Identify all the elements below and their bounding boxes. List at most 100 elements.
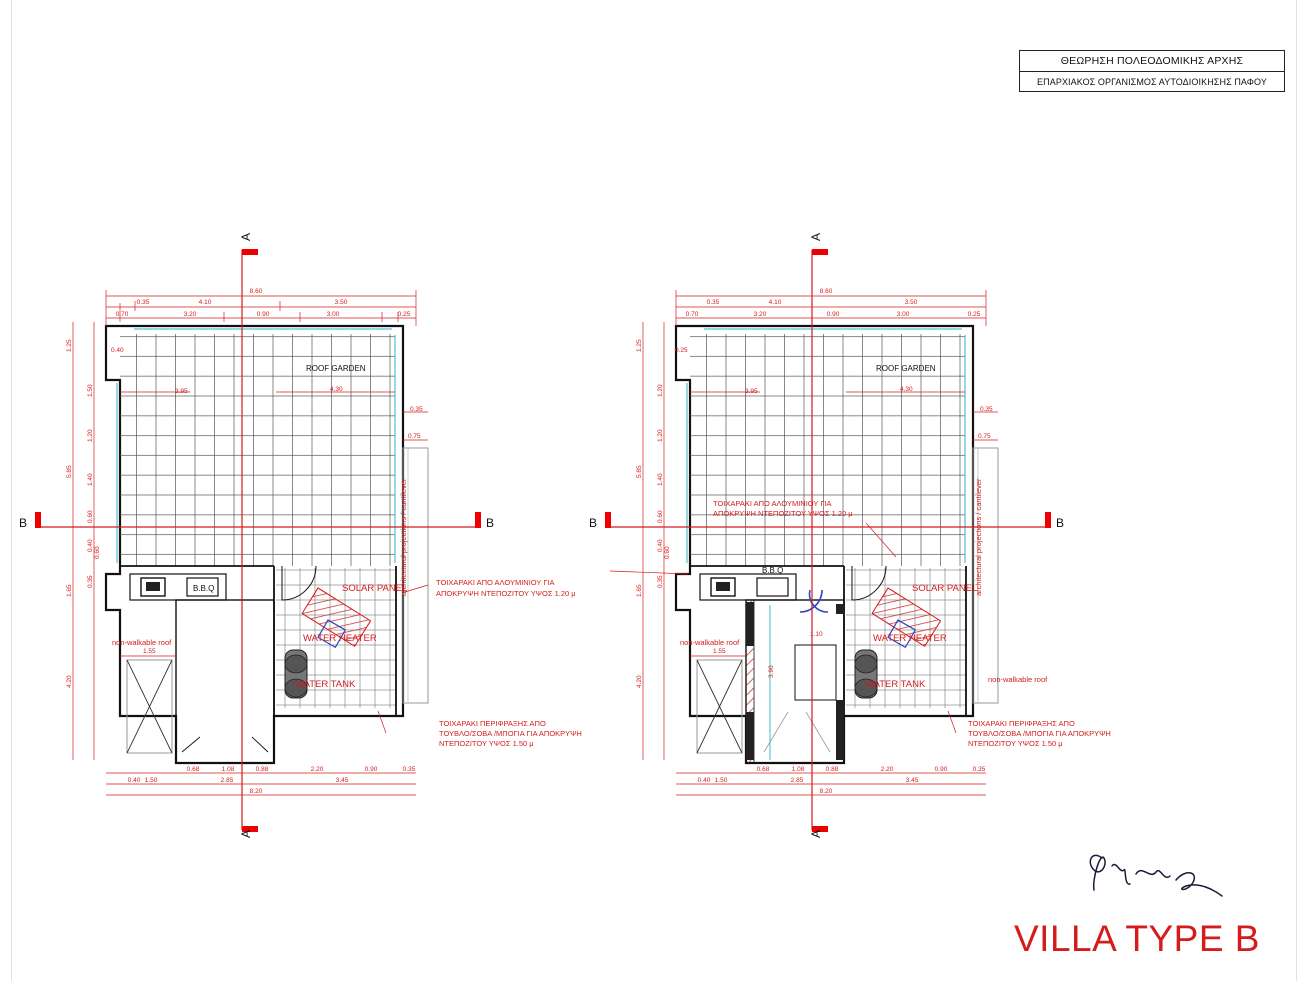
sheet-border-left: [11, 0, 12, 981]
plan-right: [605, 249, 1051, 832]
stamp-line-1: ΘΕΩΡΗΣΗ ΠΟΛΕΟΔΟΜΙΚΗΣ ΑΡΧΗΣ: [1020, 51, 1284, 72]
dim-label: 4.30: [900, 386, 913, 393]
dim-label: 4.20: [636, 675, 643, 688]
dim-label: 1.65: [636, 584, 643, 597]
dim-label: 1.08: [222, 766, 235, 773]
dim-label: 3.90: [768, 665, 775, 678]
dim-label: 0.35: [137, 299, 150, 306]
dim-label: 0.60: [94, 546, 101, 559]
aluminium-wall-note: ΤΟΙΧΑΡΑΚΙ ΑΠΟ ΑΛΟΥΜΙΝΙΟΥ ΓΙΑ: [713, 499, 832, 508]
section-marker: [475, 512, 481, 528]
dim-label: 0.90: [365, 766, 378, 773]
dim-label: 0.60: [657, 510, 664, 523]
dim-label: 0.35: [973, 766, 986, 773]
plan-left: [35, 249, 481, 832]
section-marker: [35, 512, 41, 528]
dim-label: 3.50: [905, 299, 918, 306]
dim-label: 3.20: [754, 311, 767, 318]
water-heater-label: WATER HEATER: [303, 633, 377, 644]
dim-label: 3.50: [335, 299, 348, 306]
dim-label: 0.90: [935, 766, 948, 773]
dim-label: 0.40: [698, 777, 711, 784]
section-label-b-left: B: [589, 516, 597, 530]
dim-label: 5.85: [66, 465, 73, 478]
section-label-b-right: B: [486, 516, 494, 530]
non-walkable-roof-label: non-walkable roof: [112, 638, 172, 647]
dim-label: 4.30: [330, 386, 343, 393]
dim-label: 0.35: [410, 406, 423, 413]
dim-label: 0.25: [675, 347, 688, 354]
dim-label: 2.20: [881, 766, 894, 773]
aluminium-wall-note-2: ΑΠΟΚΡΥΨΗ ΝΤΕΠΟΖΙΤΟΥ ΥΨΟΣ 1.20 μ: [713, 509, 853, 518]
dim-label: 0.68: [187, 766, 200, 773]
dim-label: 0.35: [657, 575, 664, 588]
dim-label: 1.55: [143, 648, 156, 655]
plan-left-dimensions: 8.60 0.35 4.10 3.50 0.70 3.20 0.90 3.00 …: [66, 288, 423, 795]
dim-label: 8.20: [250, 788, 263, 795]
section-marker: [1045, 512, 1051, 528]
dim-label: 1.50: [715, 777, 728, 784]
aluminium-wall-note-2: ΑΠΟΚΡΥΨΗ ΝΤΕΠΟΖΙΤΟΥ ΥΨΟΣ 1.20 μ: [436, 589, 576, 598]
brick-wall-note-2: ΤΟΥΒΛΟ/ΣΟΒΑ /ΜΠΟΓΙΑ ΓΙΑ ΑΠΟΚΡΥΨΗ: [439, 729, 582, 738]
aluminium-wall-note: ΤΟΙΧΑΡΑΚΙ ΑΠΟ ΑΛΟΥΜΙΝΙΟΥ ΓΙΑ: [436, 578, 555, 587]
water-tank-label: WATER TANK: [295, 679, 356, 690]
section-marker: [605, 512, 611, 528]
dim-label: 0.40: [87, 539, 94, 552]
dim-label: 8.60: [250, 288, 263, 295]
drawing-title: VILLA TYPE B: [1014, 918, 1260, 959]
solar-panel-label: SOLAR PANEL: [912, 583, 977, 594]
non-walkable-roof-label-2: non-walkable roof: [988, 675, 1048, 684]
section-label-b-left: B: [19, 516, 27, 530]
dim-label: 0.40: [111, 347, 124, 354]
brick-wall-note-3: ΝΤΕΠΟΖΙΤΟΥ ΥΨΟΣ 1.50 μ: [439, 739, 534, 748]
dim-label: 1.50: [87, 384, 94, 397]
dim-label: 1.55: [713, 648, 726, 655]
dim-label: 8.20: [820, 788, 833, 795]
signature: [1089, 854, 1223, 897]
dim-label: 0.90: [257, 311, 270, 318]
dim-label: 0.60: [664, 546, 671, 559]
sheet-border-right: [1296, 0, 1297, 981]
dim-label: 8.60: [820, 288, 833, 295]
dim-label: 4.10: [199, 299, 212, 306]
dim-label: 0.68: [757, 766, 770, 773]
stair-void-outline: [175, 599, 275, 764]
planning-authority-stamp: ΘΕΩΡΗΣΗ ΠΟΛΕΟΔΟΜΙΚΗΣ ΑΡΧΗΣ ΕΠΑΡΧΙΑΚΟΣ ΟΡ…: [1019, 50, 1285, 92]
dim-label: 1.25: [66, 339, 73, 352]
section-label-a-top: A: [809, 233, 823, 241]
dim-label: 0.70: [686, 311, 699, 318]
dim-label: 0.40: [657, 539, 664, 552]
dim-label: 3.95: [175, 388, 188, 395]
brick-wall-note: ΤΟΙΧΑΡΑΚΙ ΠΕΡΙΦΡΑΞΗΣ ΑΠΟ: [968, 719, 1075, 728]
dim-label: 1.50: [145, 777, 158, 784]
dim-label: 3.20: [184, 311, 197, 318]
dim-label: 0.40: [128, 777, 141, 784]
dim-label: 0.35: [707, 299, 720, 306]
non-walkable-roof-label: non-walkable roof: [680, 638, 740, 647]
dim-label: 1.40: [657, 473, 664, 486]
dim-label: 3.45: [906, 777, 919, 784]
dim-label: 1.25: [636, 339, 643, 352]
section-label-a-top: A: [239, 233, 253, 241]
roof-garden-label: ROOF GARDEN: [306, 364, 366, 373]
roof-garden-label: ROOF GARDEN: [876, 364, 936, 373]
dim-label: 0.25: [968, 311, 981, 318]
brick-wall-note: ΤΟΙΧΑΡΑΚΙ ΠΕΡΙΦΡΑΞΗΣ ΑΠΟ: [439, 719, 546, 728]
section-marker: [242, 826, 258, 832]
dim-label: 4.10: [769, 299, 782, 306]
section-marker: [242, 249, 258, 255]
section-label-b-right: B: [1056, 516, 1064, 530]
brick-wall-note-2: ΤΟΥΒΛΟ/ΣΟΒΑ /ΜΠΟΓΙΑ ΓΙΑ ΑΠΟΚΡΥΨΗ: [968, 729, 1111, 738]
dim-label: 0.75: [978, 433, 991, 440]
dim-label: 1.10: [810, 631, 823, 638]
dim-label: 2.85: [221, 777, 234, 784]
stamp-line-2: ΕΠΑΡΧΙΑΚΟΣ ΟΡΓΑΝΙΣΜΟΣ ΑΥΤΟΔΙΟΙΚΗΣΗΣ ΠΑΦΟ…: [1037, 77, 1267, 87]
dim-label: 1.08: [792, 766, 805, 773]
bbq-label: B.B.Q: [193, 584, 214, 593]
dim-label: 0.35: [403, 766, 416, 773]
dim-label: 1.20: [657, 384, 664, 397]
dim-label: 2.85: [791, 777, 804, 784]
plan-right-dimensions: 8.60 0.35 4.10 3.50 0.70 3.20 0.90 3.00 …: [636, 288, 993, 795]
section-label-a-bottom: A: [809, 830, 823, 838]
brick-wall-note-3: ΝΤΕΠΟΖΙΤΟΥ ΥΨΟΣ 1.50 μ: [968, 739, 1063, 748]
